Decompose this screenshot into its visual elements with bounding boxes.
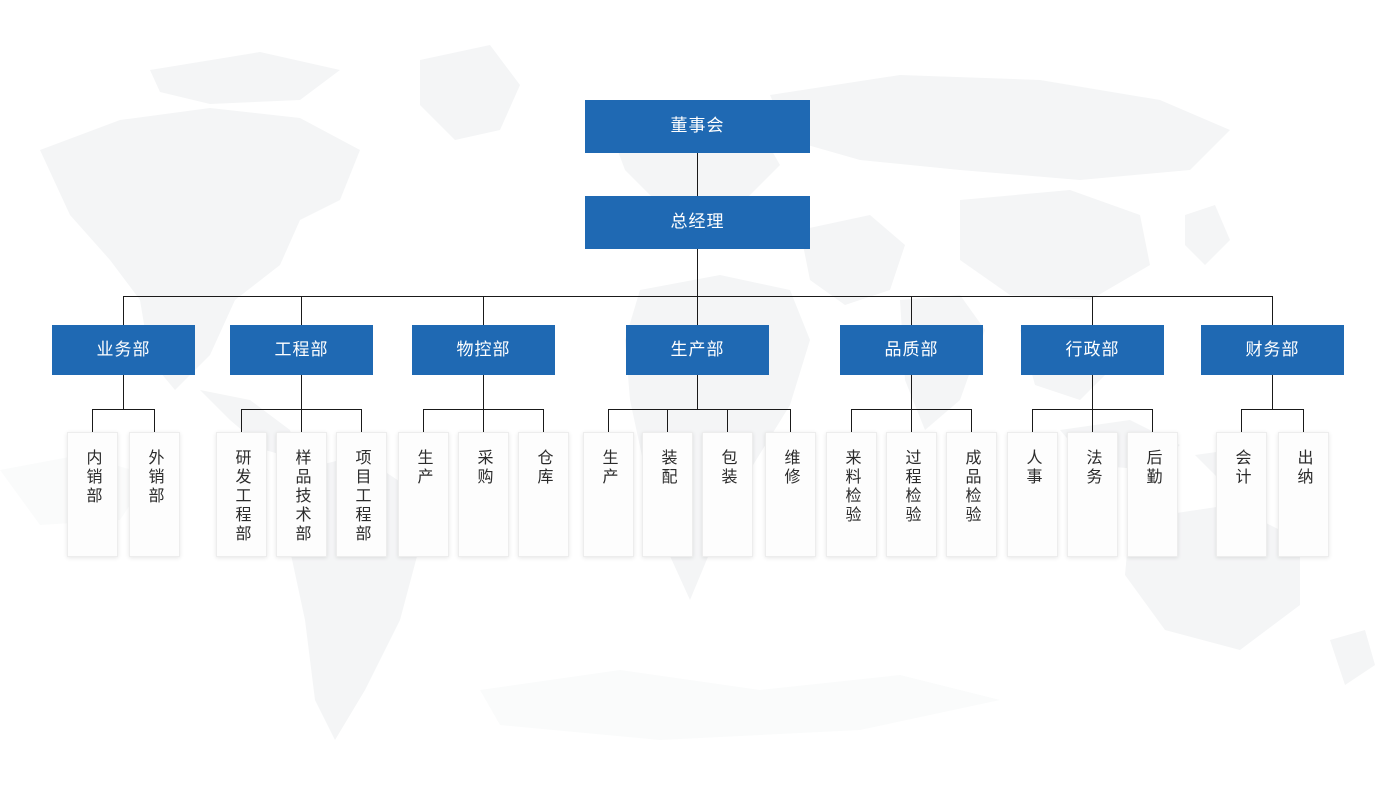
node-unit-cashier[interactable]: 出纳 xyxy=(1278,432,1329,557)
connector-quality-child-1 xyxy=(851,409,852,432)
node-unit-assembly[interactable]: 装配 xyxy=(642,432,693,557)
node-department-quality-label: 品质部 xyxy=(884,339,939,360)
connector-production-child-3 xyxy=(727,409,728,432)
connector-main-bar xyxy=(123,296,1273,297)
connector-production-stem xyxy=(697,375,698,409)
connector-quality-stem xyxy=(911,375,912,409)
node-unit-logistics-support[interactable]: 后勤 xyxy=(1127,432,1178,557)
node-department-engineering-label: 工程部 xyxy=(274,339,329,360)
node-department-sales-label: 业务部 xyxy=(96,339,151,360)
connector-administration-child-2 xyxy=(1092,409,1093,432)
node-unit-legal-affairs[interactable]: 法务 xyxy=(1067,432,1118,557)
node-department-sales[interactable]: 业务部 xyxy=(52,325,195,375)
node-unit-incoming-inspection[interactable]: 来料检验 xyxy=(826,432,877,557)
node-general-manager[interactable]: 总经理 xyxy=(585,196,810,249)
node-department-material-control[interactable]: 物控部 xyxy=(412,325,555,375)
node-unit-overseas-sales[interactable]: 外销部 xyxy=(129,432,180,557)
node-unit-project-engineering-label: 项目工程部 xyxy=(352,449,372,544)
node-unit-purchasing-label: 采购 xyxy=(474,449,494,487)
node-unit-maintenance-label: 维修 xyxy=(781,449,801,487)
connector-sales-bar xyxy=(92,409,154,410)
connector-drop-engineering xyxy=(301,296,302,325)
connector-drop-production xyxy=(697,296,698,325)
connector-material-control-child-3 xyxy=(543,409,544,432)
connector-sales-stem xyxy=(123,375,124,409)
connector-board-to-gm xyxy=(697,153,698,196)
node-board[interactable]: 董事会 xyxy=(585,100,810,153)
connector-drop-finance xyxy=(1272,296,1273,325)
connector-production-child-1 xyxy=(608,409,609,432)
node-unit-prod-production[interactable]: 生产 xyxy=(583,432,634,557)
connector-sales-child-1 xyxy=(92,409,93,432)
connector-material-control-stem xyxy=(483,375,484,409)
node-unit-accounting-label: 会计 xyxy=(1232,449,1252,487)
node-unit-project-engineering[interactable]: 项目工程部 xyxy=(336,432,387,557)
node-department-administration[interactable]: 行政部 xyxy=(1021,325,1164,375)
node-unit-cashier-label: 出纳 xyxy=(1294,449,1314,487)
node-unit-rd-engineering[interactable]: 研发工程部 xyxy=(216,432,267,557)
connector-administration-child-3 xyxy=(1152,409,1153,432)
node-unit-final-inspection-label: 成品检验 xyxy=(962,449,982,525)
node-unit-domestic-sales[interactable]: 内销部 xyxy=(67,432,118,557)
node-unit-mc-production-label: 生产 xyxy=(414,449,434,487)
node-unit-human-resources[interactable]: 人事 xyxy=(1007,432,1058,557)
connector-gm-trunk xyxy=(697,249,698,297)
node-unit-packaging[interactable]: 包装 xyxy=(702,432,753,557)
connector-finance-child-2 xyxy=(1303,409,1304,432)
connector-drop-administration xyxy=(1092,296,1093,325)
node-unit-prod-production-label: 生产 xyxy=(599,449,619,487)
connector-finance-child-1 xyxy=(1241,409,1242,432)
node-unit-maintenance[interactable]: 维修 xyxy=(765,432,816,557)
connector-engineering-stem xyxy=(301,375,302,409)
node-unit-process-inspection[interactable]: 过程检验 xyxy=(886,432,937,557)
connector-material-control-child-2 xyxy=(483,409,484,432)
connector-finance-bar xyxy=(1241,409,1303,410)
node-department-quality[interactable]: 品质部 xyxy=(840,325,983,375)
node-unit-domestic-sales-label: 内销部 xyxy=(83,449,103,506)
node-unit-overseas-sales-label: 外销部 xyxy=(145,449,165,506)
connector-production-child-4 xyxy=(790,409,791,432)
node-department-administration-label: 行政部 xyxy=(1065,339,1120,360)
connector-finance-stem xyxy=(1272,375,1273,409)
node-unit-warehouse[interactable]: 仓库 xyxy=(518,432,569,557)
connector-administration-child-1 xyxy=(1032,409,1033,432)
connector-administration-stem xyxy=(1092,375,1093,409)
connector-drop-sales xyxy=(123,296,124,325)
node-unit-warehouse-label: 仓库 xyxy=(534,449,554,487)
node-unit-legal-affairs-label: 法务 xyxy=(1083,449,1103,487)
connector-engineering-child-3 xyxy=(361,409,362,432)
node-department-engineering[interactable]: 工程部 xyxy=(230,325,373,375)
connector-engineering-child-1 xyxy=(241,409,242,432)
node-unit-final-inspection[interactable]: 成品检验 xyxy=(946,432,997,557)
connector-drop-quality xyxy=(911,296,912,325)
node-unit-accounting[interactable]: 会计 xyxy=(1216,432,1267,557)
connector-quality-child-2 xyxy=(911,409,912,432)
node-unit-mc-production[interactable]: 生产 xyxy=(398,432,449,557)
node-unit-assembly-label: 装配 xyxy=(658,449,678,487)
connector-production-bar xyxy=(608,409,790,410)
node-department-finance[interactable]: 财务部 xyxy=(1201,325,1344,375)
node-unit-purchasing[interactable]: 采购 xyxy=(458,432,509,557)
node-unit-process-inspection-label: 过程检验 xyxy=(902,449,922,525)
connector-material-control-child-1 xyxy=(423,409,424,432)
connector-sales-child-2 xyxy=(154,409,155,432)
node-unit-sample-technology-label: 样品技术部 xyxy=(292,449,312,544)
node-department-material-control-label: 物控部 xyxy=(456,339,511,360)
node-unit-incoming-inspection-label: 来料检验 xyxy=(842,449,862,525)
connector-production-child-2 xyxy=(667,409,668,432)
node-board-label: 董事会 xyxy=(670,116,725,136)
node-unit-packaging-label: 包装 xyxy=(718,449,738,487)
node-unit-human-resources-label: 人事 xyxy=(1023,449,1043,487)
node-unit-rd-engineering-label: 研发工程部 xyxy=(232,449,252,544)
node-unit-sample-technology[interactable]: 样品技术部 xyxy=(276,432,327,557)
connector-engineering-child-2 xyxy=(301,409,302,432)
node-unit-logistics-support-label: 后勤 xyxy=(1143,449,1163,487)
node-department-production[interactable]: 生产部 xyxy=(626,325,769,375)
node-department-finance-label: 财务部 xyxy=(1245,339,1300,360)
node-department-production-label: 生产部 xyxy=(670,339,725,360)
node-general-manager-label: 总经理 xyxy=(670,212,725,232)
connector-quality-child-3 xyxy=(971,409,972,432)
connector-drop-material-control xyxy=(483,296,484,325)
